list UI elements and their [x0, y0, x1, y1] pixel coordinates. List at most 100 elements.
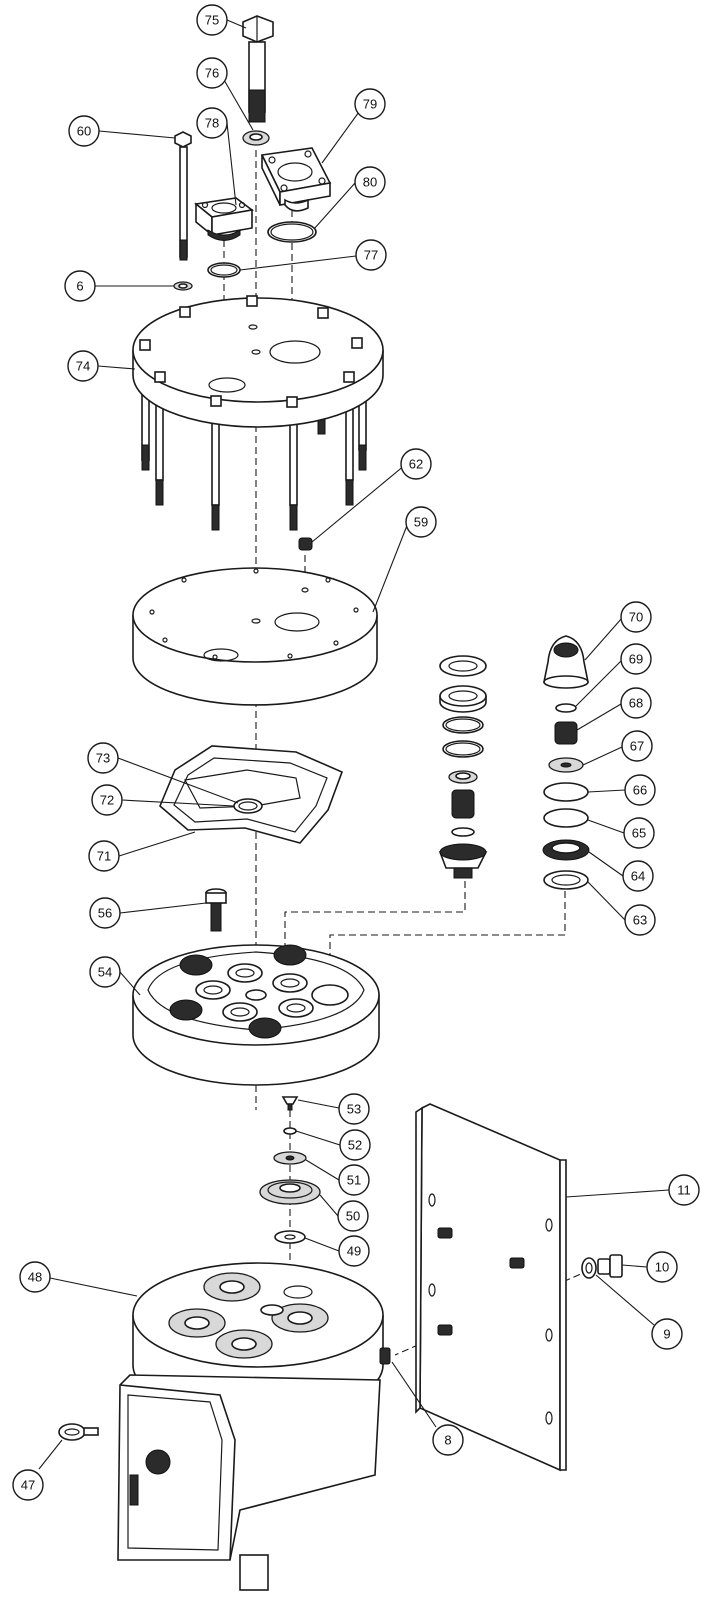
part-6-washer — [173, 281, 193, 291]
callout-54: 54 — [89, 956, 121, 988]
callout-64: 64 — [622, 860, 654, 892]
part-71-gasket — [159, 745, 344, 844]
part-10-bolt — [597, 1254, 623, 1278]
callout-label: 62 — [409, 457, 423, 472]
plate-nuts — [139, 295, 363, 408]
callout-65: 65 — [623, 817, 655, 849]
callout-label: 10 — [655, 1260, 669, 1275]
callout-8: 8 — [432, 1424, 464, 1456]
part-60-tie-rod — [174, 131, 192, 261]
callout-label: 9 — [663, 1327, 670, 1342]
callout-63: 63 — [624, 904, 656, 936]
part-63-gasket — [543, 870, 589, 890]
callout-label: 56 — [98, 906, 112, 921]
callout-69: 69 — [620, 643, 652, 675]
part-52-washer — [283, 1127, 297, 1135]
callout-79: 79 — [354, 88, 386, 120]
callout-70: 70 — [620, 601, 652, 633]
callout-label: 51 — [347, 1173, 361, 1188]
part-74-top-plate — [132, 295, 384, 531]
callout-59: 59 — [405, 506, 437, 538]
callout-label: 50 — [346, 1209, 360, 1224]
callout-50: 50 — [337, 1200, 369, 1232]
valve-stack-right — [542, 635, 590, 890]
callout-48: 48 — [19, 1261, 51, 1293]
callout-72: 72 — [91, 784, 123, 816]
callout-47: 47 — [12, 1469, 44, 1501]
part-47-eye-bolt — [58, 1423, 99, 1441]
part-59-disc — [132, 567, 378, 706]
callout-label: 47 — [21, 1478, 35, 1493]
callout-66: 66 — [624, 774, 656, 806]
callout-label: 70 — [629, 610, 643, 625]
callout-label: 54 — [98, 965, 112, 980]
callout-52: 52 — [339, 1129, 371, 1161]
callout-label: 69 — [629, 652, 643, 667]
callout-label: 63 — [633, 913, 647, 928]
part-8-plug — [379, 1347, 391, 1365]
callout-label: 60 — [77, 124, 91, 139]
part-65-o-ring — [543, 808, 589, 828]
callout-53: 53 — [338, 1093, 370, 1125]
part-69-ring — [555, 703, 577, 713]
callout-label: 11 — [677, 1183, 691, 1198]
callout-label: 59 — [414, 515, 428, 530]
callout-label: 79 — [363, 97, 377, 112]
callout-balloons: 75 76 78 79 60 80 77 6 74 62 59 70 69 68… — [12, 4, 700, 1501]
center-stack-53-49 — [259, 1096, 321, 1244]
callout-68: 68 — [620, 687, 652, 719]
part-78-small-flange — [194, 197, 254, 241]
callout-label: 66 — [633, 783, 647, 798]
part-62-plug — [298, 537, 313, 551]
callout-49: 49 — [338, 1235, 370, 1267]
part-79-large-flange — [260, 147, 332, 212]
callout-62: 62 — [400, 448, 432, 480]
part-77-o-ring — [207, 262, 241, 278]
callout-76: 76 — [196, 57, 228, 89]
callout-label: 75 — [205, 13, 219, 28]
callout-label: 71 — [97, 849, 111, 864]
callout-71: 71 — [88, 840, 120, 872]
part-80-o-ring — [267, 221, 317, 243]
callout-label: 68 — [629, 696, 643, 711]
callout-10: 10 — [646, 1251, 678, 1283]
callout-label: 78 — [205, 116, 219, 131]
callout-label: 80 — [363, 175, 377, 190]
callout-74: 74 — [67, 350, 99, 382]
callout-60: 60 — [68, 115, 100, 147]
callout-label: 48 — [28, 1270, 42, 1285]
leader-lines — [38, 19, 670, 1470]
callout-label: 49 — [347, 1244, 361, 1259]
callout-label: 6 — [76, 279, 83, 294]
part-66-o-ring — [543, 782, 589, 802]
callout-label: 74 — [76, 359, 90, 374]
part-9-washer — [581, 1257, 597, 1279]
part-72-seal — [233, 798, 263, 814]
callout-label: 53 — [347, 1102, 361, 1117]
part-49-washer — [274, 1230, 306, 1244]
callout-label: 73 — [96, 751, 110, 766]
callout-label: 8 — [444, 1433, 451, 1448]
callout-label: 52 — [348, 1138, 362, 1153]
part-48-pump-housing — [117, 1262, 391, 1591]
callout-11: 11 — [668, 1174, 700, 1206]
callout-label: 64 — [631, 869, 645, 884]
callout-80: 80 — [354, 166, 386, 198]
valve-stack-left — [438, 655, 488, 879]
callout-77: 77 — [355, 239, 387, 271]
callout-label: 65 — [632, 826, 646, 841]
callout-label: 67 — [630, 739, 644, 754]
part-68-spring — [554, 721, 578, 745]
callout-67: 67 — [621, 730, 653, 762]
callout-6: 6 — [64, 270, 96, 302]
part-75-hex-bolt — [242, 15, 274, 123]
callout-9: 9 — [651, 1318, 683, 1350]
callout-73: 73 — [87, 742, 119, 774]
callout-label: 76 — [205, 66, 219, 81]
callout-label: 72 — [100, 793, 114, 808]
callout-label: 77 — [364, 248, 378, 263]
part-53-screw — [281, 1096, 299, 1105]
part-54-valve-body — [132, 944, 380, 1086]
